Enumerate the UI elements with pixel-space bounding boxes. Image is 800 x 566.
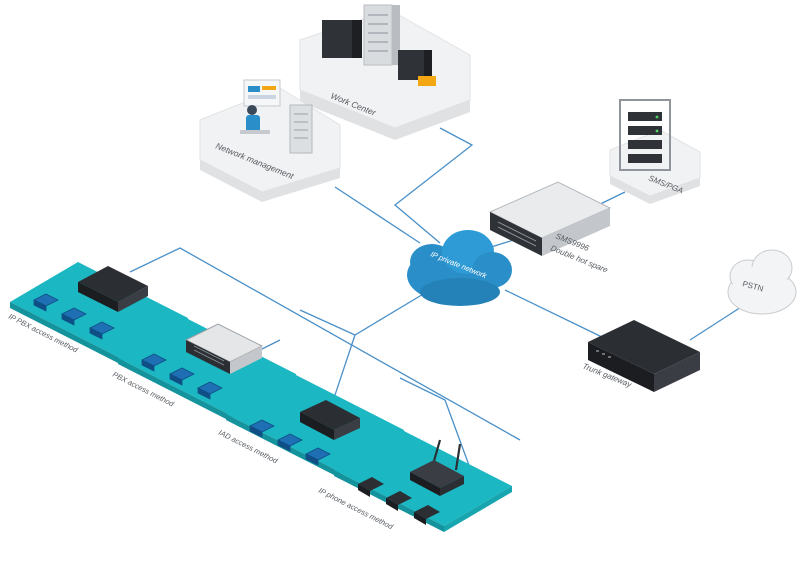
iad-icon: [300, 400, 360, 440]
platform-surface: [10, 262, 188, 358]
router-icon: [410, 439, 464, 496]
phone-icons: [33, 293, 115, 340]
sms-pga-node[interactable]: SMS/PGA: [609, 99, 701, 204]
trunk-gateway-node[interactable]: Trunk gateway: [581, 320, 700, 392]
link-cloud-platforms: [299, 289, 431, 336]
ip-phone-icons: [358, 477, 440, 525]
ip-network-node[interactable]: IP private network: [407, 230, 512, 306]
server-appliance-icon: [488, 181, 612, 256]
work-center-node[interactable]: Work Center: [299, 4, 471, 140]
phone-icons: [249, 419, 331, 466]
link-ippbx-trunk: [129, 247, 521, 441]
link-bus-ipphone: [399, 377, 471, 469]
pbx-icon: [78, 266, 148, 312]
admin-workstation-icon: [240, 79, 313, 154]
link-netmgmt-cloud: [334, 186, 421, 244]
platform-ip-phone[interactable]: IP phone access method: [317, 430, 512, 532]
link-workcenter-cloud: [393, 127, 474, 244]
server-cabinet-icon: [619, 99, 671, 171]
phone-icons: [141, 353, 223, 400]
pstn-node[interactable]: PSTN: [727, 249, 797, 315]
network-management-node[interactable]: Network management: [199, 79, 341, 202]
platform-surface: [118, 318, 296, 414]
cloud-icon: [407, 230, 512, 306]
link-cloud-gateway: [504, 289, 603, 338]
cloud-icon: [727, 249, 797, 315]
switch-icon: [184, 323, 264, 374]
gateway-icon: [588, 320, 700, 392]
server-rack-icon: [322, 4, 436, 86]
